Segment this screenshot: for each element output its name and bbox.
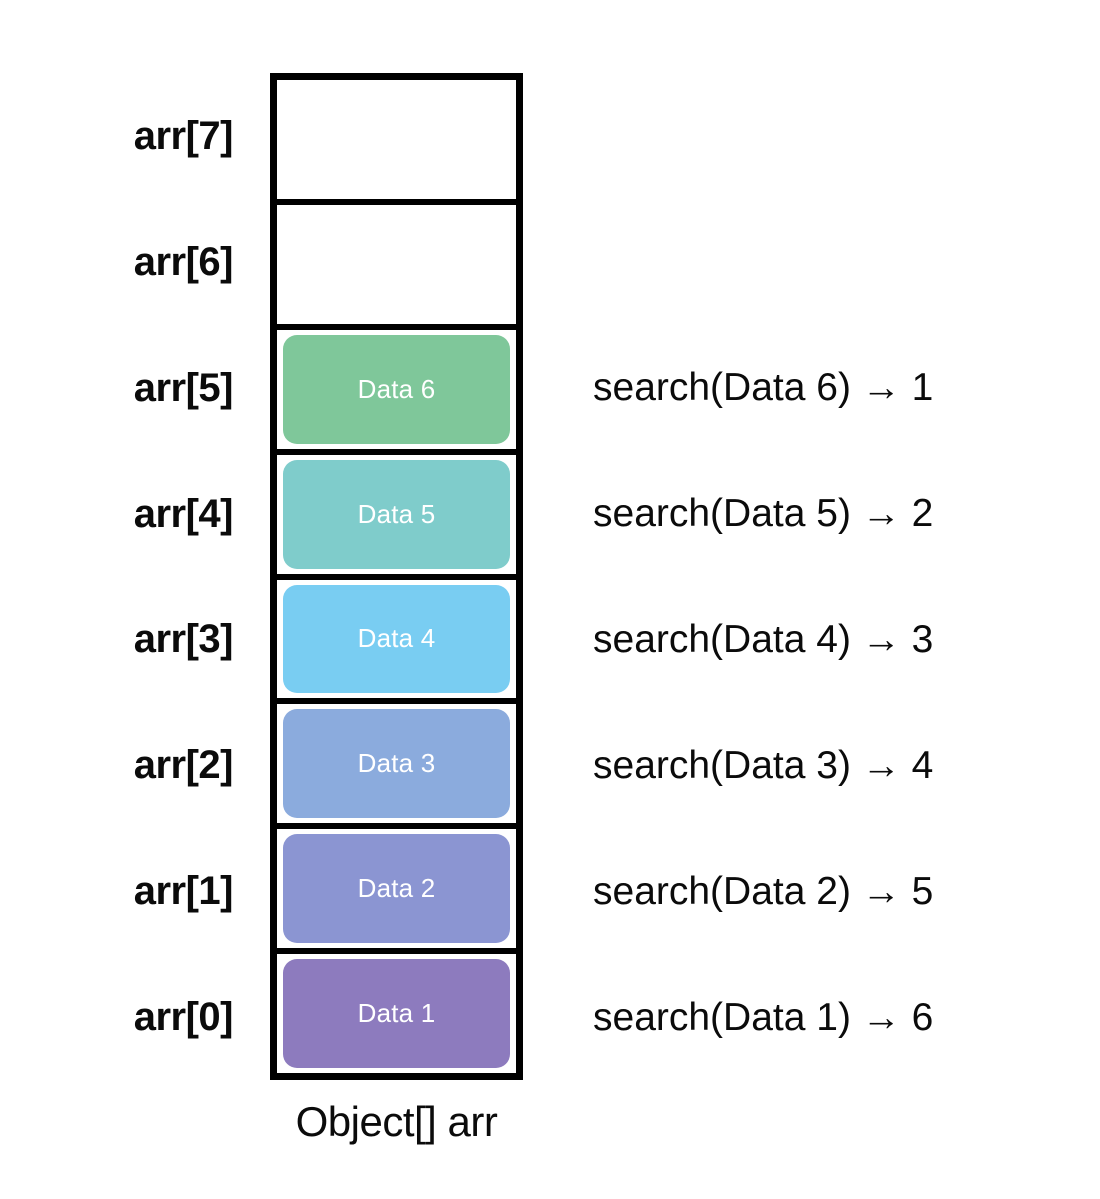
array-index-label: arr[4] <box>133 491 234 536</box>
array-cell-empty-slot <box>283 85 510 194</box>
array-cell: Data 3 <box>277 704 516 830</box>
array-index-label: arr[6] <box>133 239 234 284</box>
array-cell-empty-slot <box>283 210 510 319</box>
array-cell-value-pill: Data 4 <box>283 584 510 694</box>
array-cell: Data 4 <box>277 579 516 705</box>
array-cell: Data 5 <box>277 454 516 580</box>
array-cell: Data 2 <box>277 829 516 955</box>
array-cell-value-pill: Data 1 <box>283 959 510 1068</box>
array-cell-value-pill: Data 6 <box>283 334 510 444</box>
search-annotation-column: search(Data 6) → 1 search(Data 5) → 2 se… <box>523 73 1083 1080</box>
array-index-label: arr[5] <box>133 365 234 410</box>
array-cell-value-pill: Data 5 <box>283 459 510 569</box>
search-annotation: search(Data 4) → 3 <box>593 617 934 661</box>
array-index-label: arr[3] <box>133 617 234 662</box>
search-annotation: search(Data 6) → 1 <box>593 366 934 410</box>
search-annotation: search(Data 1) → 6 <box>593 995 934 1039</box>
array-index-label-column: arr[7] arr[6] arr[5] arr[4] arr[3] arr[2… <box>60 73 255 1080</box>
array-cell-value-pill: Data 3 <box>283 709 510 819</box>
array-index-label: arr[1] <box>133 869 234 914</box>
array-container: Data 6 Data 5 Data 4 Data 3 Data 2 Data … <box>270 73 523 1080</box>
array-cell: Data 6 <box>277 329 516 455</box>
array-cell <box>277 80 516 205</box>
array-cell: Data 1 <box>277 954 516 1073</box>
array-index-label: arr[2] <box>133 743 234 788</box>
array-caption: Object[] arr <box>295 1098 498 1145</box>
array-cell-value-pill: Data 2 <box>283 834 510 944</box>
search-annotation: search(Data 3) → 4 <box>593 743 934 787</box>
search-annotation: search(Data 2) → 5 <box>593 869 934 913</box>
array-cell <box>277 204 516 330</box>
search-annotation: search(Data 5) → 2 <box>593 492 934 536</box>
array-index-label: arr[0] <box>133 995 234 1040</box>
array-index-label: arr[7] <box>133 113 234 158</box>
